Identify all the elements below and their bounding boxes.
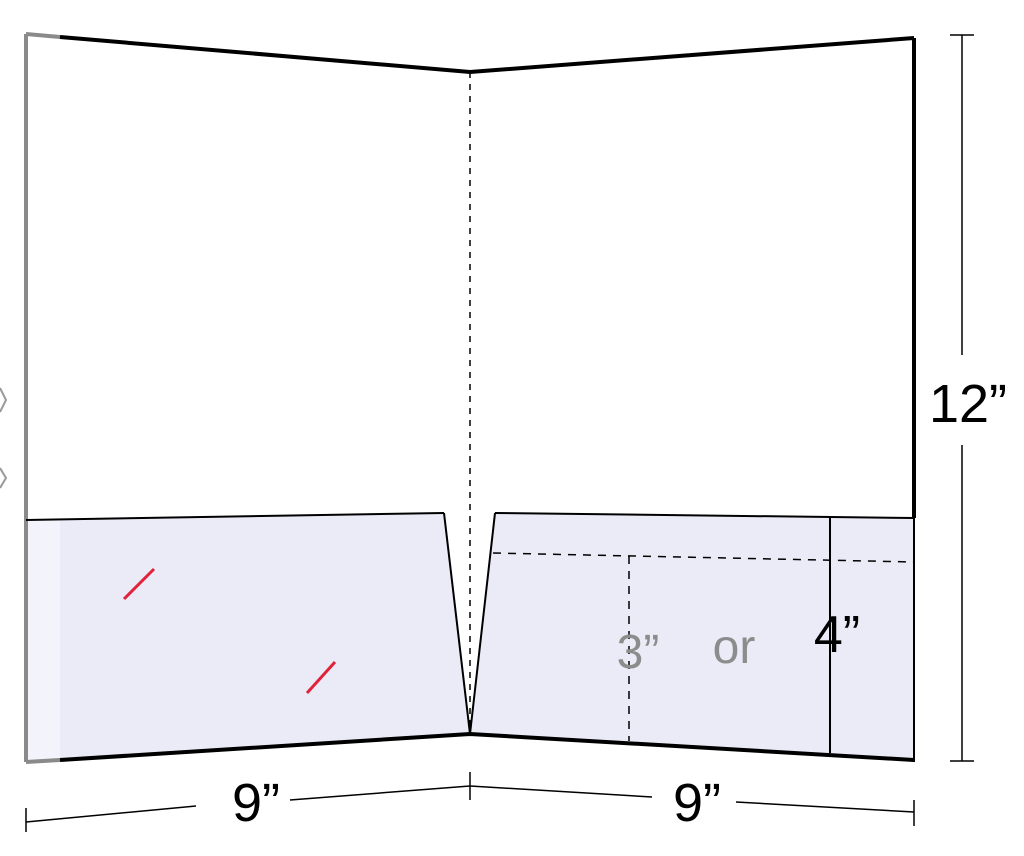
right-pocket-top-edge <box>494 512 915 519</box>
left-width-dimension-line-a <box>25 805 197 823</box>
bottom-left-edge-light <box>25 758 61 764</box>
left-pocket-inner-edge <box>443 512 471 735</box>
pocket-option-4in-label: 4” <box>814 606 860 664</box>
right-width-dimension-line-b <box>735 801 915 813</box>
pocket-option-3in-label: 3” <box>617 626 660 679</box>
left-edge-shading <box>26 520 60 762</box>
right-pocket-inner-edge <box>469 512 496 735</box>
left-width-dimension-line-b <box>289 785 471 801</box>
pocket-option-or-label: or <box>713 621 756 674</box>
pocket-3in-top-guide <box>492 552 915 563</box>
height-dimension-label: 12” <box>929 374 1007 434</box>
left-cutoff-marker-2 <box>0 467 8 489</box>
left-pocket-top-edge <box>25 512 445 521</box>
card-slit-upper <box>122 567 156 601</box>
right-width-dimension-line-a <box>469 785 653 798</box>
left-width-label: 9” <box>232 773 280 833</box>
left-pocket <box>26 513 470 762</box>
right-pocket <box>470 513 914 762</box>
right-width-label: 9” <box>673 773 721 833</box>
top-left-edge-light <box>25 32 61 39</box>
card-slit-lower <box>305 660 337 695</box>
left-cutoff-marker <box>0 387 8 413</box>
